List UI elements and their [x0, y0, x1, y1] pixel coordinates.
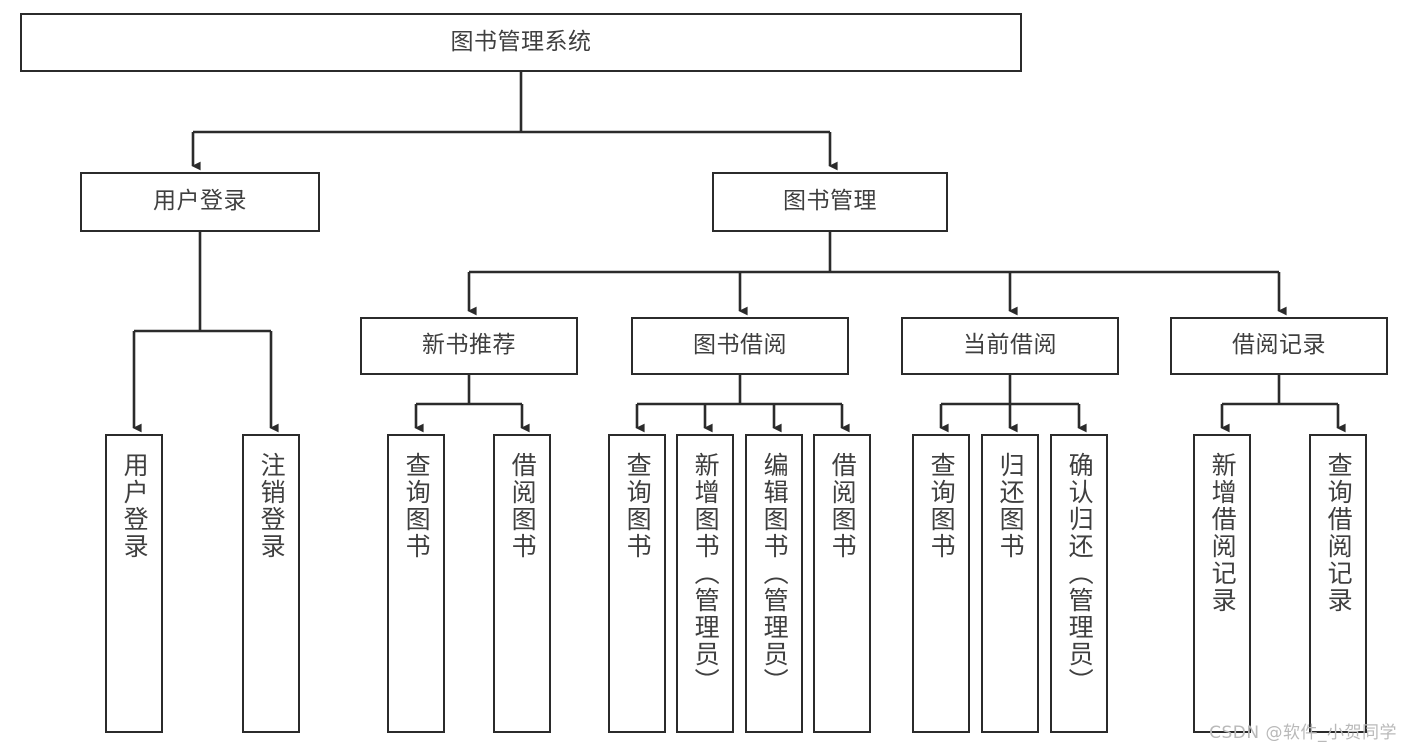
leaf-book-borrow-2[interactable]: 新增图书（管理员）	[676, 434, 734, 733]
node-book-borrow-label: 图书借阅	[693, 332, 787, 359]
leaf-new-book-1[interactable]: 查询图书	[387, 434, 445, 733]
leaf-book-borrow-4-label: 借阅图书	[828, 452, 858, 560]
node-root-label: 图书管理系统	[450, 28, 592, 55]
leaf-current-borrow-1-label: 查询图书	[927, 452, 957, 560]
leaf-borrow-record-1-label: 新增借阅记录	[1208, 452, 1238, 614]
node-borrow-record[interactable]: 借阅记录	[1170, 317, 1388, 375]
node-borrow-record-label: 借阅记录	[1232, 332, 1326, 359]
node-root[interactable]: 图书管理系统	[20, 13, 1022, 72]
node-new-book-label: 新书推荐	[422, 332, 516, 359]
leaf-current-borrow-2-label: 归还图书	[996, 452, 1026, 560]
leaf-new-book-1-label: 查询图书	[402, 452, 432, 560]
leaf-new-book-2-label: 借阅图书	[508, 452, 538, 560]
leaf-user-login-2[interactable]: 注销登录	[242, 434, 300, 733]
leaf-borrow-record-2-label: 查询借阅记录	[1324, 452, 1354, 614]
node-book-manage[interactable]: 图书管理	[712, 172, 948, 232]
leaf-current-borrow-3-label: 确认归还（管理员）	[1065, 452, 1095, 695]
leaf-book-borrow-2-label: 新增图书（管理员）	[691, 452, 721, 695]
node-book-manage-label: 图书管理	[783, 188, 877, 215]
leaf-book-borrow-3[interactable]: 编辑图书（管理员）	[745, 434, 803, 733]
csdn-watermark: CSDN @软件_小贺同学	[1209, 723, 1397, 743]
leaf-current-borrow-3[interactable]: 确认归还（管理员）	[1050, 434, 1108, 733]
leaf-borrow-record-1[interactable]: 新增借阅记录	[1193, 434, 1251, 733]
node-user-login-label: 用户登录	[153, 188, 247, 215]
leaf-borrow-record-2[interactable]: 查询借阅记录	[1309, 434, 1367, 733]
node-current-borrow-label: 当前借阅	[963, 332, 1057, 359]
leaf-book-borrow-4[interactable]: 借阅图书	[813, 434, 871, 733]
node-book-borrow[interactable]: 图书借阅	[631, 317, 849, 375]
leaf-new-book-2[interactable]: 借阅图书	[493, 434, 551, 733]
node-user-login[interactable]: 用户登录	[80, 172, 320, 232]
node-new-book[interactable]: 新书推荐	[360, 317, 578, 375]
leaf-user-login-1[interactable]: 用户登录	[105, 434, 163, 733]
leaf-current-borrow-1[interactable]: 查询图书	[912, 434, 970, 733]
leaf-book-borrow-1-label: 查询图书	[623, 452, 653, 560]
node-current-borrow[interactable]: 当前借阅	[901, 317, 1119, 375]
leaf-user-login-2-label: 注销登录	[257, 452, 287, 560]
leaf-user-login-1-label: 用户登录	[120, 452, 150, 560]
leaf-book-borrow-1[interactable]: 查询图书	[608, 434, 666, 733]
leaf-book-borrow-3-label: 编辑图书（管理员）	[760, 452, 790, 695]
leaf-current-borrow-2[interactable]: 归还图书	[981, 434, 1039, 733]
